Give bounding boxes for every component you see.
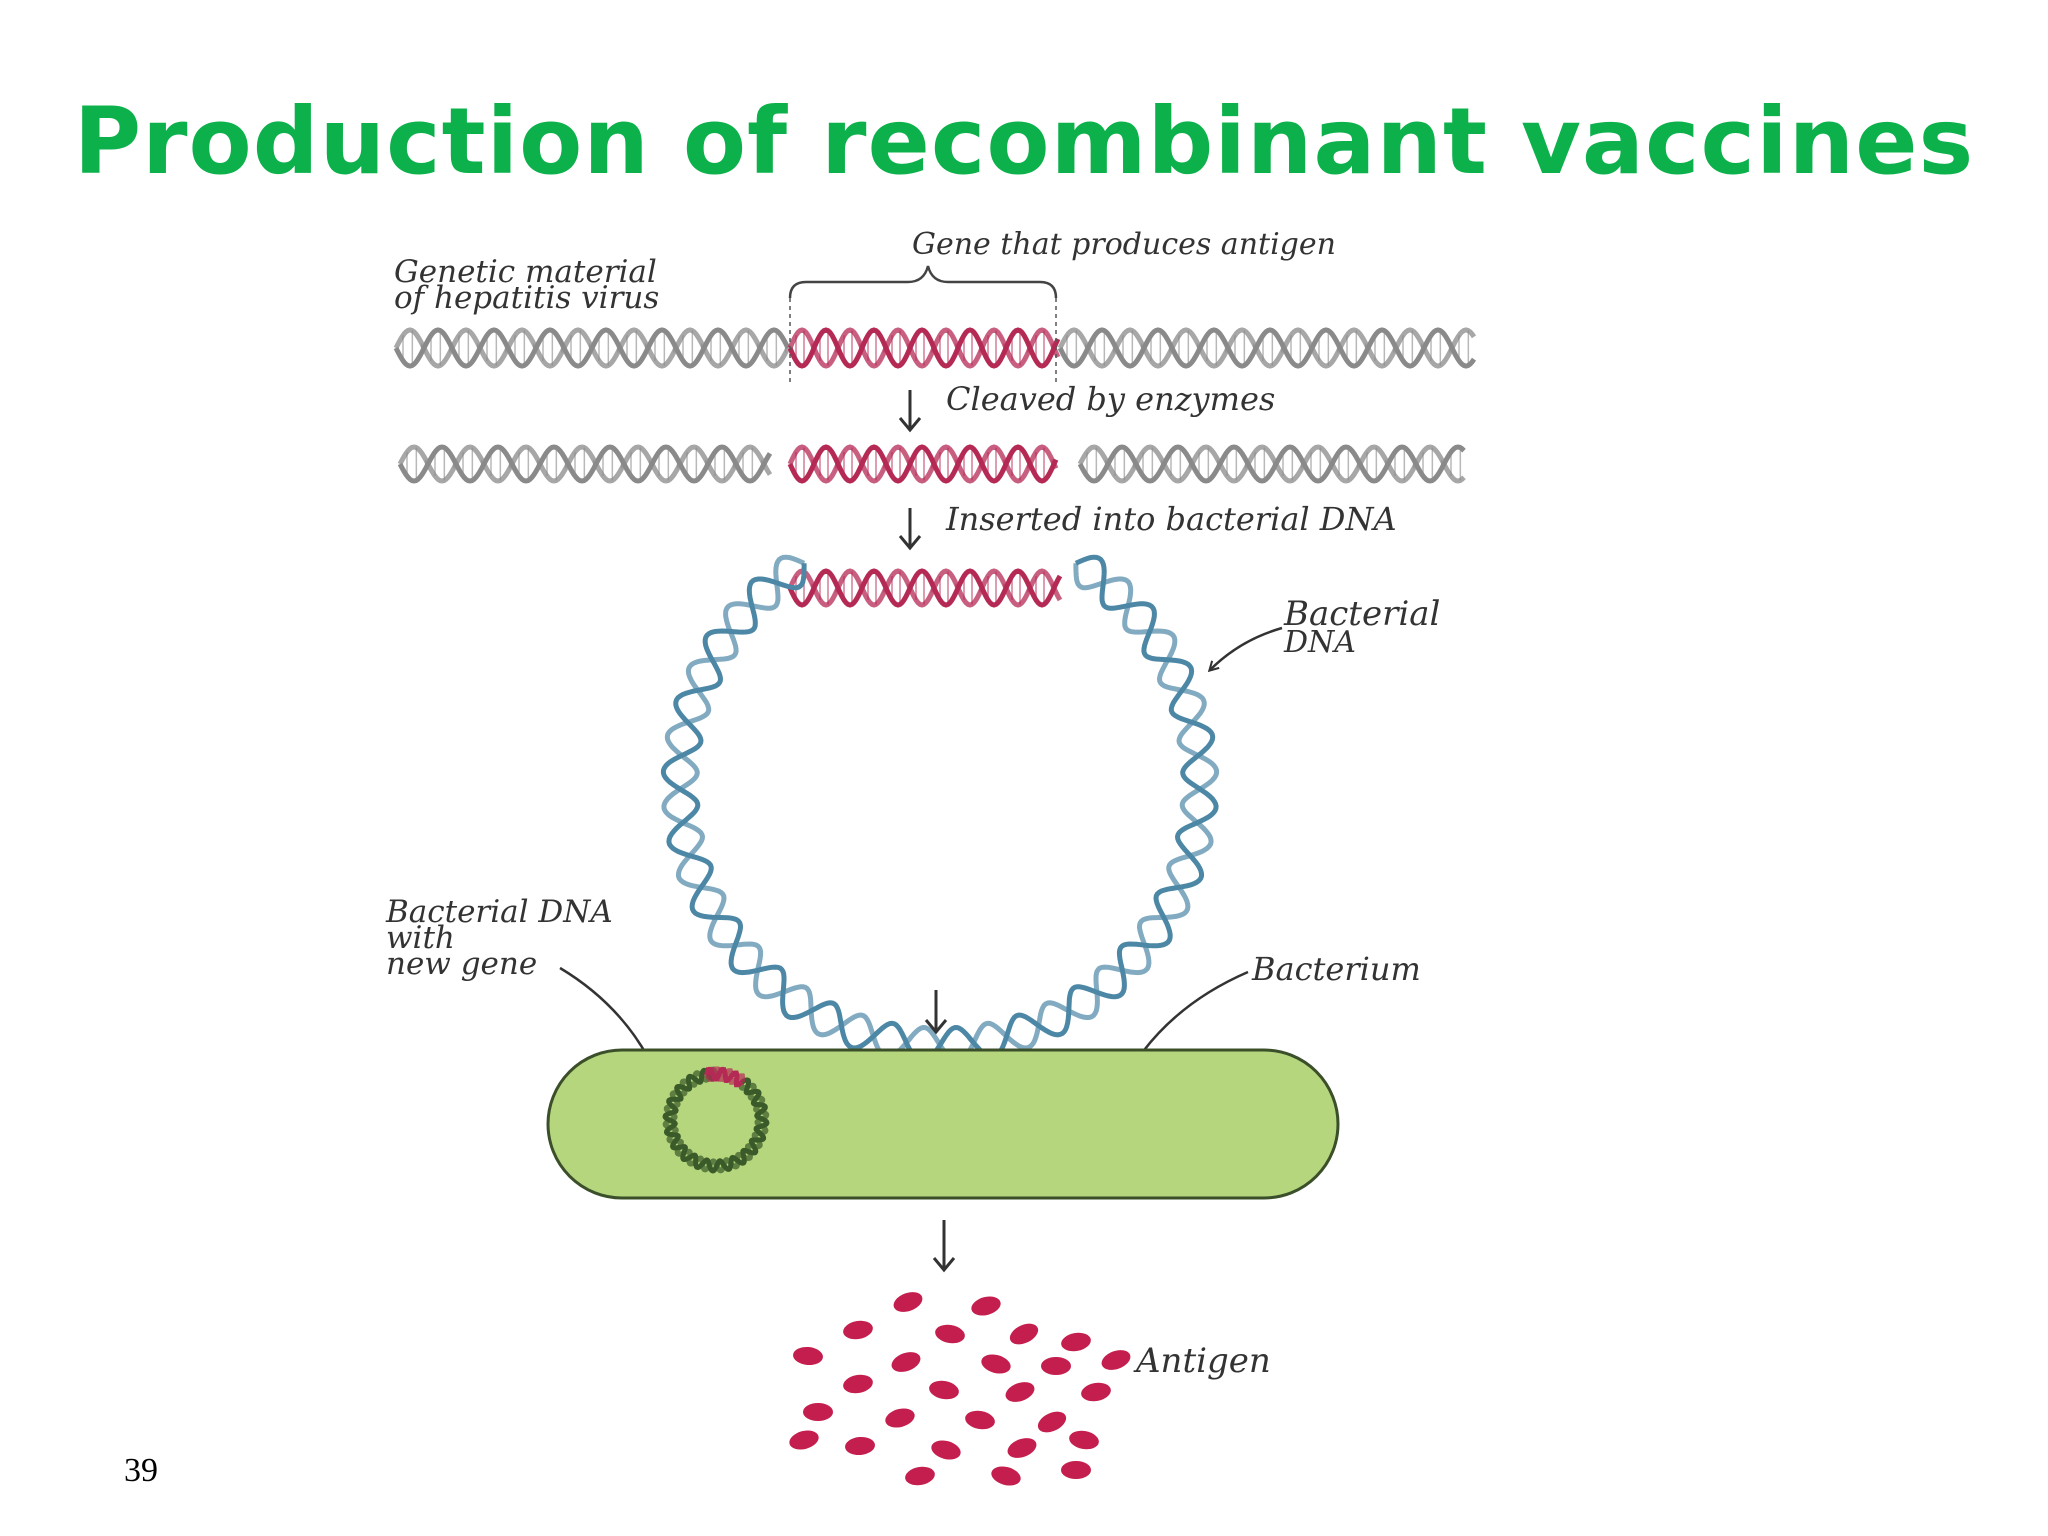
page-number: 39 [124, 1452, 158, 1489]
antigen-particle [991, 1466, 1021, 1486]
antigen-particle [893, 1292, 923, 1312]
down-arrow-icon [898, 390, 922, 433]
antigen-particle [843, 1374, 873, 1394]
label-gene-antigen: Gene that produces antigen [912, 227, 1336, 262]
antigen-gene-fragment [787, 568, 1063, 608]
label-bacterial-dna-2: DNA [1283, 625, 1356, 660]
antigen-particle [1009, 1323, 1039, 1345]
label-antigen: Antigen [1133, 1341, 1271, 1381]
antigen-particle [981, 1354, 1011, 1374]
antigen-particle [1041, 1357, 1071, 1375]
label-hepatitis-virus: of hepatitis virus [394, 280, 659, 316]
antigen-particle [891, 1352, 921, 1372]
gene-bracket [788, 265, 1058, 299]
bacterial-dna-plasmid [660, 554, 1220, 1064]
antigen-particle [1037, 1411, 1067, 1433]
antigen-particle [1007, 1438, 1037, 1458]
antigen-particle [1101, 1350, 1131, 1370]
antigen-particle [789, 1430, 819, 1450]
label-with: with [386, 920, 455, 956]
label-bacterial-new-gene: Bacterial DNA [385, 894, 613, 930]
antigen-particle [965, 1410, 995, 1430]
antigen-particle [929, 1380, 959, 1400]
antigen-particle [803, 1403, 833, 1421]
antigen-particle [935, 1324, 965, 1344]
label-genetic-material: Genetic material [394, 254, 657, 290]
antigen-particle [905, 1466, 935, 1486]
hepatitis-virus-dna-strand [393, 327, 1477, 369]
antigen-particle [793, 1346, 823, 1366]
antigen-particles [789, 1292, 1131, 1486]
down-arrow-icon [898, 508, 922, 551]
antigen-particle [843, 1320, 873, 1340]
recombinant-plasmid-in-bacterium [662, 1066, 770, 1174]
label-bacterial-dna: Bacterial [1283, 594, 1440, 634]
curved-arrow-icon [1210, 626, 1283, 670]
down-arrow-icon [932, 1220, 956, 1273]
antigen-particle [885, 1408, 915, 1428]
antigen-particle [931, 1440, 961, 1460]
label-new-gene: new gene [386, 946, 537, 982]
label-cleaved: Cleaved by enzymes [946, 380, 1275, 418]
antigen-particle [1061, 1461, 1091, 1479]
antigen-particle [1061, 1332, 1091, 1352]
down-arrow-icon [924, 990, 948, 1035]
label-inserted: Inserted into bacterial DNA [945, 500, 1397, 538]
antigen-particle [845, 1436, 875, 1456]
antigen-particle [1081, 1382, 1111, 1402]
antigen-particle [1069, 1430, 1099, 1450]
label-bacterium: Bacterium [1251, 950, 1421, 988]
antigen-particle [971, 1296, 1001, 1316]
antigen-particle [1005, 1382, 1035, 1402]
cleaved-dna-fragments [397, 444, 1466, 484]
slide-title: Production of recombinant vaccines [73, 88, 1975, 195]
